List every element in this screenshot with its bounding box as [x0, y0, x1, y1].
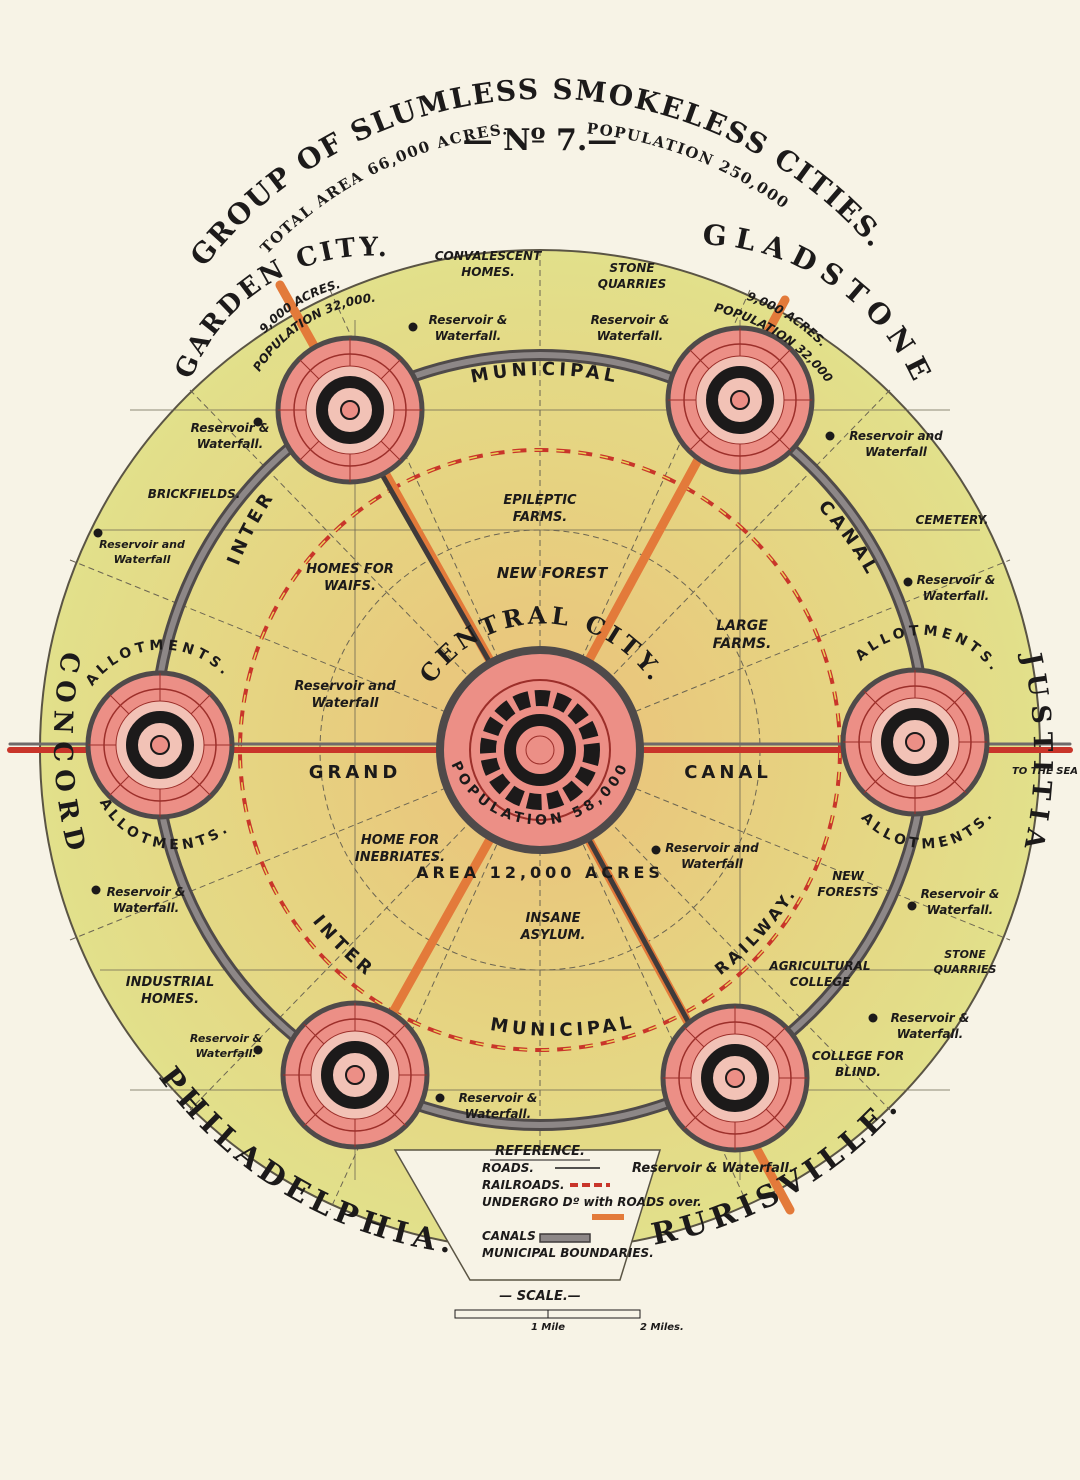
- brickfields-label: BRICKFIELDS.: [148, 487, 241, 501]
- industrial-homes-label-line1: INDUSTRIAL: [126, 975, 215, 990]
- legend-title: REFERENCE.: [495, 1144, 585, 1159]
- canal-label: CANAL: [684, 762, 772, 783]
- rurisville-circle: [660, 1003, 810, 1153]
- reservoir-top-left-label-line1: Reservoir &: [429, 313, 508, 327]
- new-forests-label-line2: FORESTS: [817, 885, 878, 899]
- insane-asylum-label-line2: ASYLUM.: [520, 928, 586, 943]
- grand-label: GRAND: [309, 762, 402, 783]
- scale-2: 2 Miles.: [640, 1322, 684, 1333]
- legend-reservoir: Reservoir & Waterfall.: [632, 1161, 794, 1176]
- reservoir-dot: [903, 577, 913, 587]
- reservoir-inner-left-label-line1: Reservoir and: [294, 679, 396, 694]
- reservoir-bottom-label-line1: Reservoir &: [459, 1091, 538, 1105]
- legend-underground-swatch: [592, 1214, 624, 1220]
- reservoir-bottom-right-label-line2: Waterfall.: [897, 1027, 963, 1041]
- reservoir-dot: [868, 1013, 878, 1023]
- legend-railroads: RAILROADS.: [482, 1178, 565, 1192]
- gladstone-circle: [665, 325, 815, 475]
- reservoir-inner-right-label-line2: Waterfall: [681, 857, 744, 871]
- new-forests-label-line1: NEW: [832, 869, 864, 883]
- epileptic-farms-label-line1: EPILEPTIC: [503, 493, 577, 508]
- land-use-labels: CONVALESCENT HOMES. STONE QUARRIES Reservoir…: [99, 249, 1078, 1121]
- reservoir-bottom-left-label-line1: Reservoir &: [190, 1032, 262, 1045]
- stone-quarries-right-label-line2: QUARRIES: [934, 963, 997, 976]
- reservoir-inner-left-label-line2: Waterfall: [311, 696, 379, 711]
- reservoir-inner-right-label-line1: Reservoir and: [665, 841, 759, 855]
- convalescent-homes-label-line1: CONVALESCENT: [435, 249, 542, 263]
- reservoir-top-left-label-line2: Waterfall.: [435, 329, 501, 343]
- stone-quarries-right-label-line1: STONE: [944, 948, 986, 961]
- boundary-wedge: [393, 1149, 662, 1281]
- reservoir-right-mid-label-line1: Reservoir &: [917, 573, 996, 587]
- stone-quarries-top-label-line1: STONE: [609, 261, 655, 275]
- reservoir-dot: [253, 1045, 263, 1055]
- large-farms-label-line1: LARGE: [716, 618, 768, 634]
- plate-number: — Nº 7.—: [463, 123, 618, 158]
- reservoir-bottom-label-line2: Waterfall.: [465, 1107, 531, 1121]
- reservoir-dot: [435, 1093, 445, 1103]
- homes-for-waifs-label-line1: HOMES FOR: [306, 562, 394, 577]
- reservoir-left-upper-label-line1: Reservoir &: [191, 421, 270, 435]
- legend-canals: CANALS: [482, 1229, 536, 1243]
- epileptic-farms-label-line2: FARMS.: [513, 510, 568, 525]
- reservoir-right-mid-label-line2: Waterfall.: [923, 589, 989, 603]
- reservoir-left-mid-label-line1: Reservoir and: [99, 538, 185, 551]
- industrial-homes-label-line2: HOMES.: [141, 992, 199, 1007]
- reservoir-left-mid-label-line2: Waterfall: [114, 553, 171, 566]
- agricultural-college-label-line2: COLLEGE: [790, 975, 851, 989]
- satellite-cities: [85, 325, 990, 1153]
- new-forest-label: NEW FOREST: [497, 564, 609, 582]
- concord-circle: [85, 670, 235, 820]
- reservoir-markers: [91, 322, 917, 1103]
- philadelphia-circle: [280, 1000, 430, 1150]
- garden-city-circle: [275, 335, 425, 485]
- home-inebriates-label-line1: HOME FOR: [361, 833, 439, 848]
- reservoir-left-lower-label-line1: Reservoir &: [107, 885, 186, 899]
- reservoir-right-lower-label-line2: Waterfall.: [927, 903, 993, 917]
- to-the-sea-label: TO THE SEA: [1012, 766, 1078, 777]
- reservoir-left-upper-label-line2: Waterfall.: [197, 437, 263, 451]
- insane-asylum-label-line1: INSANE: [526, 911, 581, 926]
- cemetery-label: CEMETERY.: [916, 513, 989, 527]
- college-blind-label-line1: COLLEGE FOR: [812, 1049, 904, 1063]
- reservoir-dot: [651, 845, 661, 855]
- agricultural-college-label-line1: AGRICULTURAL: [768, 959, 870, 973]
- convalescent-homes-label-line2: HOMES.: [461, 265, 515, 279]
- reservoir-right-upper-label-line2: Waterfall: [865, 445, 928, 459]
- central-city-area: AREA 12,000 ACRES: [416, 863, 664, 882]
- reservoir-dot: [91, 885, 101, 895]
- home-inebriates-label-line2: INEBRIATES.: [355, 850, 445, 865]
- reservoir-bottom-right-label-line1: Reservoir &: [891, 1011, 970, 1025]
- reservoir-dot: [408, 322, 418, 332]
- legend: REFERENCE. ROADS. RAILROADS. UNDERGRO Dº…: [454, 1144, 794, 1333]
- reservoir-dot: [825, 431, 835, 441]
- reservoir-bottom-left-label-line2: Waterfall.: [196, 1047, 257, 1060]
- legend-roads: ROADS.: [482, 1161, 534, 1175]
- reservoir-right-lower-label-line1: Reservoir &: [921, 887, 1000, 901]
- legend-municipal: MUNICIPAL BOUNDARIES.: [482, 1246, 654, 1260]
- reservoir-right-upper-label-line1: Reservoir and: [849, 429, 943, 443]
- reservoir-dot: [93, 528, 103, 538]
- stone-quarries-top-label-line2: QUARRIES: [598, 277, 666, 291]
- reservoir-top-right-label-line1: Reservoir &: [591, 313, 670, 327]
- reservoir-left-lower-label-line2: Waterfall.: [113, 901, 179, 915]
- scale-title: — SCALE.—: [499, 1289, 581, 1304]
- reservoir-dot: [253, 417, 263, 427]
- large-farms-label-line2: FARMS.: [713, 636, 772, 652]
- homes-for-waifs-label-line2: WAIFS.: [324, 579, 376, 594]
- legend-underground: UNDERGRO Dº with ROADS over.: [482, 1195, 702, 1209]
- reservoir-dot: [907, 901, 917, 911]
- scale-1: 1 Mile: [531, 1322, 565, 1333]
- justitia-circle: [840, 667, 990, 817]
- legend-canal-swatch: [539, 1233, 591, 1243]
- college-blind-label-line2: BLIND.: [835, 1065, 881, 1079]
- central-city: [436, 646, 644, 854]
- reservoir-top-right-label-line2: Waterfall.: [597, 329, 663, 343]
